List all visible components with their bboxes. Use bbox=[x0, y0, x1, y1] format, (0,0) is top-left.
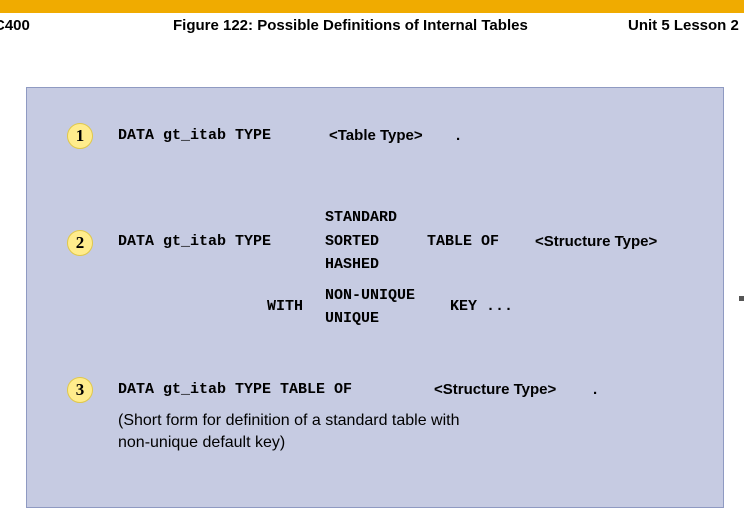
key-keyword: KEY ... bbox=[450, 298, 514, 315]
unit-lesson: Unit 5 Lesson 2 bbox=[628, 17, 739, 34]
note-line-2: non-unique default key) bbox=[118, 434, 286, 451]
kind-hashed: HASHED bbox=[325, 256, 380, 273]
edge-marker bbox=[739, 296, 744, 301]
table-of-keyword: TABLE OF bbox=[427, 233, 500, 250]
kind-standard: STANDARD bbox=[325, 209, 398, 226]
code-line-3: DATA gt_itab TYPE TABLE OF bbox=[118, 381, 353, 398]
structure-type-label-3: <Structure Type> bbox=[434, 381, 557, 398]
with-keyword: WITH bbox=[267, 298, 304, 315]
kind-sorted: SORTED bbox=[325, 233, 380, 250]
number-badge-1: 1 bbox=[67, 123, 93, 149]
course-code: C400 bbox=[0, 17, 30, 34]
note-line-1: (Short form for definition of a standard… bbox=[118, 412, 460, 429]
end-period-1: . bbox=[456, 127, 461, 144]
figure-panel: 1 DATA gt_itab TYPE <Table Type> . 2 STA… bbox=[26, 87, 724, 508]
end-period-3: . bbox=[593, 381, 598, 398]
key-non-unique: NON-UNIQUE bbox=[325, 287, 416, 304]
accent-bar bbox=[0, 0, 744, 13]
table-type-label: <Table Type> bbox=[329, 127, 423, 144]
figure-title: Figure 122: Possible Definitions of Inte… bbox=[173, 17, 528, 34]
number-badge-2: 2 bbox=[67, 230, 93, 256]
structure-type-label-2: <Structure Type> bbox=[535, 233, 658, 250]
key-unique: UNIQUE bbox=[325, 310, 380, 327]
number-badge-3: 3 bbox=[67, 377, 93, 403]
code-line-1: DATA gt_itab TYPE bbox=[118, 127, 272, 144]
code-line-2: DATA gt_itab TYPE bbox=[118, 233, 272, 250]
